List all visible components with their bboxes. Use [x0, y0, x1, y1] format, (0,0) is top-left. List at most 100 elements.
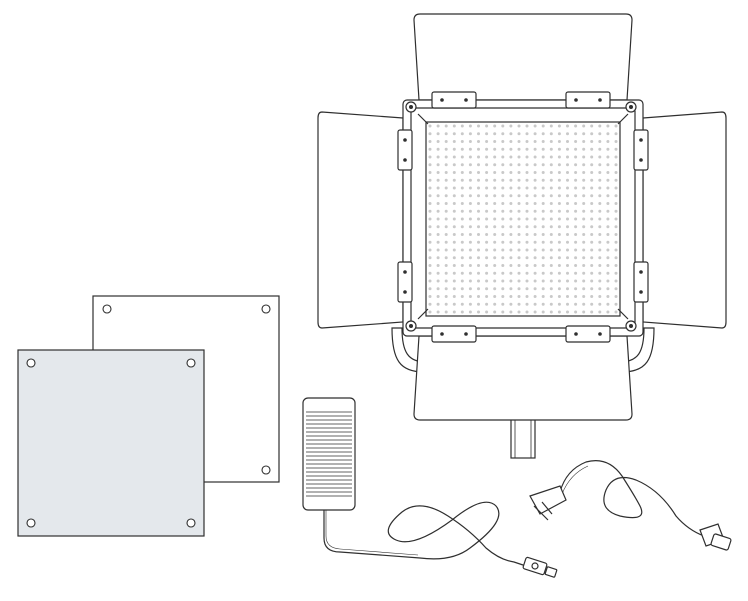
led-dot — [566, 140, 569, 143]
led-dot — [460, 264, 464, 267]
led-dot — [452, 256, 456, 260]
led-dot — [541, 178, 545, 182]
led-dot — [533, 209, 537, 213]
led-dot — [468, 310, 472, 314]
led-dot — [485, 287, 489, 291]
led-dot — [436, 256, 440, 260]
led-dot — [590, 194, 594, 198]
led-dot — [468, 163, 472, 167]
led-dot — [606, 163, 610, 167]
led-dot — [557, 186, 561, 190]
led-dot — [501, 140, 505, 143]
led-dot — [574, 302, 578, 306]
led-dot — [557, 256, 561, 260]
led-dot — [517, 202, 521, 205]
led-dot — [517, 248, 521, 252]
led-dot — [541, 295, 545, 298]
led-dot — [525, 178, 529, 182]
led-dot — [468, 240, 472, 244]
led-dot — [598, 295, 602, 298]
mount-hole-icon — [26, 518, 36, 528]
led-dot — [460, 302, 464, 306]
led-dot — [444, 256, 448, 260]
led-dot — [468, 295, 472, 298]
led-dot — [557, 194, 561, 198]
led-dot — [428, 147, 432, 151]
led-dot — [541, 132, 545, 136]
led-dot — [501, 256, 505, 260]
led-dot — [452, 155, 456, 159]
led-dot — [525, 240, 529, 244]
led-dot — [549, 310, 553, 314]
led-dot — [549, 287, 553, 291]
led-dot — [444, 233, 448, 236]
led-dot — [533, 194, 537, 198]
led-dot — [517, 302, 521, 306]
led-dot — [582, 264, 586, 267]
led-dot — [598, 279, 602, 283]
led-dot — [428, 194, 432, 198]
led-dot — [452, 264, 456, 267]
led-dot — [533, 225, 537, 229]
led-dot — [509, 209, 513, 213]
led-dot — [598, 225, 602, 229]
led-dot — [598, 256, 602, 260]
led-dot — [566, 279, 569, 283]
led-dot — [517, 171, 521, 174]
led-dot — [468, 217, 472, 221]
led-dot — [509, 225, 513, 229]
led-dot — [549, 147, 553, 151]
led-dot — [557, 302, 561, 306]
led-dot — [606, 194, 610, 198]
led-dot — [606, 209, 610, 213]
led-dot — [501, 178, 505, 182]
mount-hole-icon — [102, 304, 112, 314]
led-dot — [525, 271, 529, 275]
led-dot — [517, 209, 521, 213]
led-dot — [493, 310, 497, 314]
led-dot — [468, 302, 472, 306]
led-dot — [493, 302, 497, 306]
led-dot — [557, 279, 561, 283]
led-dot — [501, 163, 505, 167]
led-dot — [428, 163, 432, 167]
led-dot — [485, 310, 489, 314]
led-dot — [606, 155, 610, 159]
led-dot — [582, 202, 586, 205]
led-dot — [493, 171, 497, 174]
led-dot — [485, 225, 489, 229]
led-dot — [590, 132, 594, 136]
led-dot — [428, 240, 432, 244]
led-dot — [590, 178, 594, 182]
led-dot — [614, 171, 618, 174]
led-dot — [485, 264, 489, 267]
led-dot — [493, 155, 497, 159]
led-dot — [549, 124, 553, 128]
led-dot — [590, 279, 594, 283]
led-dot — [517, 295, 521, 298]
led-dot — [525, 233, 529, 236]
led-dot — [574, 279, 578, 283]
led-dot — [614, 217, 618, 221]
led-dot — [477, 264, 480, 267]
led-dot — [452, 233, 456, 236]
led-dot — [436, 132, 440, 136]
led-dot — [557, 209, 561, 213]
led-dot — [606, 295, 610, 298]
led-dot — [541, 233, 545, 236]
led-dot — [460, 163, 464, 167]
led-dot — [493, 163, 497, 167]
iec-connector-icon — [699, 523, 732, 551]
led-dot — [541, 302, 545, 306]
led-dot — [436, 186, 440, 190]
led-dot — [606, 256, 610, 260]
led-dot — [509, 171, 513, 174]
led-dot — [549, 240, 553, 244]
led-dot — [501, 271, 505, 275]
led-dot — [460, 310, 464, 314]
led-dot — [460, 240, 464, 244]
led-dot — [460, 178, 464, 182]
led-dot — [493, 264, 497, 267]
led-dot — [549, 209, 553, 213]
led-dot — [477, 147, 480, 151]
